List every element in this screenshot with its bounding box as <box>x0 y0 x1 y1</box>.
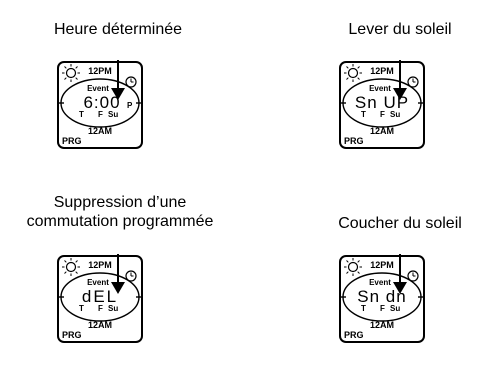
sun-icon <box>344 64 362 82</box>
day-label: Su <box>108 110 118 119</box>
clock-icon <box>407 270 419 282</box>
caption-coucher-du-soleil: Coucher du soleil <box>300 214 490 233</box>
pm-indicator: P <box>127 101 133 110</box>
caption-line: Suppression d’une <box>53 194 187 211</box>
day-label: T <box>79 110 84 119</box>
timer-lcd: 12PM Event Sn UP T F Su 12AM PRG <box>339 48 425 149</box>
mode-label: PRG <box>62 136 82 146</box>
day-label: T <box>361 304 366 313</box>
day-label: F <box>380 304 385 313</box>
caption-line: Coucher du soleil <box>338 215 462 232</box>
sun-icon <box>62 64 80 82</box>
day-label: F <box>98 110 103 119</box>
segment-readout: 6:00 <box>83 93 120 112</box>
clock-icon <box>407 76 419 88</box>
sun-icon <box>62 258 80 276</box>
caption-line: commutation programmée <box>26 213 214 230</box>
event-label: Event <box>369 278 391 287</box>
top-time-label: 12PM <box>370 66 394 76</box>
day-label: Su <box>390 304 400 313</box>
day-label: F <box>98 304 103 313</box>
clock-icon <box>125 76 137 88</box>
segment-readout: Sn dn <box>357 287 406 306</box>
bottom-time-label: 12AM <box>370 320 394 330</box>
timer-lcd: 12PM Event Sn dn T F Su 12AM PRG <box>339 242 425 343</box>
day-label: Su <box>390 110 400 119</box>
caption-line: Lever du soleil <box>348 21 452 38</box>
timer-display-coucher-du-soleil: 12PM Event Sn dn T F Su 12AM PRG <box>338 242 426 344</box>
day-label: Su <box>108 304 118 313</box>
top-time-label: 12PM <box>88 260 112 270</box>
bottom-time-label: 12AM <box>88 320 112 330</box>
bottom-time-label: 12AM <box>370 126 394 136</box>
caption-heure-determinee: Heure déterminée <box>18 20 218 39</box>
mode-label: PRG <box>344 330 364 340</box>
clock-icon <box>125 270 137 282</box>
timer-lcd: 12PM Event 6:00 P T F Su 12AM PRG <box>57 48 143 149</box>
top-time-label: 12PM <box>370 260 394 270</box>
event-label: Event <box>87 278 109 287</box>
caption-suppression: Suppression d’une commutation programmée <box>0 193 240 231</box>
segment-readout: Sn UP <box>355 93 409 112</box>
event-label: Event <box>369 84 391 93</box>
caption-lever-du-soleil: Lever du soleil <box>300 20 490 39</box>
caption-line: Heure déterminée <box>53 21 183 38</box>
day-label: T <box>79 304 84 313</box>
timer-display-suppression: 12PM Event dEL T F Su 12AM PRG <box>56 242 144 344</box>
timer-display-heure-determinee: 12PM Event 6:00 P T F Su 12AM PRG <box>56 48 144 150</box>
sun-icon <box>344 258 362 276</box>
day-label: F <box>380 110 385 119</box>
segment-readout: dEL <box>82 287 118 306</box>
event-label: Event <box>87 84 109 93</box>
timer-display-lever-du-soleil: 12PM Event Sn UP T F Su 12AM PRG <box>338 48 426 150</box>
timer-lcd: 12PM Event dEL T F Su 12AM PRG <box>57 242 143 343</box>
top-time-label: 12PM <box>88 66 112 76</box>
day-label: T <box>361 110 366 119</box>
mode-label: PRG <box>344 136 364 146</box>
mode-label: PRG <box>62 330 82 340</box>
bottom-time-label: 12AM <box>88 126 112 136</box>
